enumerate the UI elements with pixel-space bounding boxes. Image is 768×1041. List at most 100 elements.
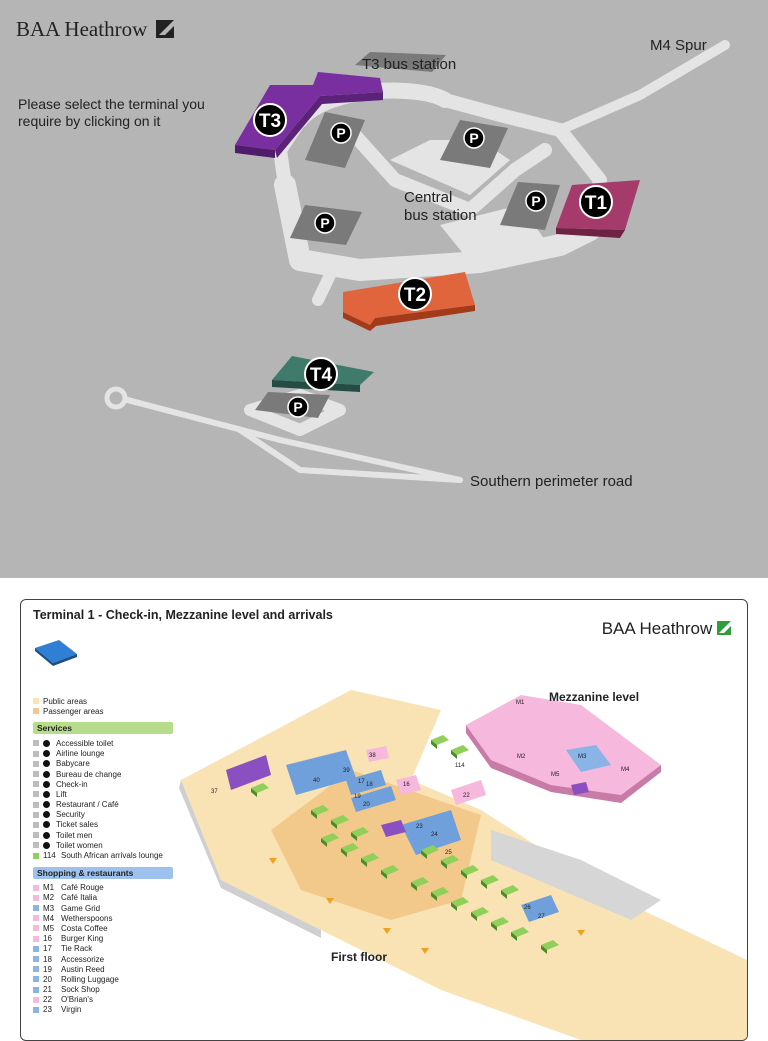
map-legend: Public areas Passenger areas Services Ac… xyxy=(33,696,173,1015)
map-location-number: 17 xyxy=(358,779,365,785)
heathrow-logo-icon-small xyxy=(717,621,731,635)
terminal-badge-t4[interactable]: T4 xyxy=(304,357,338,391)
shop-name: Costa Coffee xyxy=(61,923,108,933)
baa-heathrow-logo-small: BAA Heathrow xyxy=(602,618,733,639)
legend-shop-item: M3 Game Grid xyxy=(33,903,173,913)
shop-code: M3 xyxy=(43,903,55,913)
service-code: 114 xyxy=(43,851,56,861)
shop-m3-block xyxy=(566,745,611,772)
shop-code: 21 xyxy=(43,985,52,995)
service-swatch xyxy=(33,842,39,849)
shop-swatch xyxy=(33,996,39,1003)
map-location-number: 24 xyxy=(431,832,438,838)
legend-passenger-areas: Passenger areas xyxy=(33,706,173,716)
parking-marker: P xyxy=(287,396,309,418)
instructions-text: Please select the terminal you require b… xyxy=(18,96,205,129)
service-label: Bureau de change xyxy=(56,769,122,779)
legend-service-item: Restaurant / Café xyxy=(33,800,173,810)
check-in-desk xyxy=(341,843,359,857)
check-in-desk xyxy=(251,783,269,797)
shop-name: Game Grid xyxy=(61,903,101,913)
shop-name: Tie Rack xyxy=(61,944,93,954)
shop-swatch xyxy=(33,986,39,993)
shop-swatch xyxy=(33,894,39,901)
shop-swatch xyxy=(33,935,39,942)
map-location-number: 27 xyxy=(538,914,545,920)
shop-name: Virgin xyxy=(61,1005,82,1015)
baa-heathrow-logo: BAA Heathrow xyxy=(16,16,175,42)
check-in-desk xyxy=(381,865,399,879)
shop-name: O'Brian's xyxy=(61,995,93,1005)
service-icon xyxy=(43,790,50,798)
service-swatch xyxy=(33,771,39,778)
shop-name: Austin Reed xyxy=(61,964,105,974)
first-floor-label: First floor xyxy=(331,950,387,964)
service-swatch xyxy=(33,852,39,859)
shop-code: M4 xyxy=(43,913,55,923)
southern-perimeter-road-label: Southern perimeter road xyxy=(470,473,633,490)
shop-swatch xyxy=(33,925,39,932)
service-icon xyxy=(43,821,50,829)
legend-service-item: Check-in xyxy=(33,779,173,789)
map-location-number: 40 xyxy=(313,778,320,784)
terminal-badge-t3[interactable]: T3 xyxy=(253,103,287,137)
shop-swatch xyxy=(33,905,39,912)
map-location-number: M2 xyxy=(517,754,526,760)
check-in-desk xyxy=(361,853,379,867)
check-in-desk xyxy=(441,855,459,869)
shop-code: 18 xyxy=(43,954,52,964)
shop-code: 17 xyxy=(43,944,52,954)
check-in-desk xyxy=(451,745,469,759)
check-in-desk xyxy=(541,940,559,954)
shop-code: 23 xyxy=(43,1005,52,1015)
check-in-desk xyxy=(471,907,489,921)
parking-letter: P xyxy=(531,193,540,209)
terminal-label: T3 xyxy=(259,111,281,132)
terminal-badge-t2[interactable]: T2 xyxy=(398,277,432,311)
shop-name: Café Italia xyxy=(61,893,98,903)
central-bus-label-line1: Central xyxy=(404,189,452,206)
service-label: Accessible toilet xyxy=(56,738,114,748)
terminal1-map-panel: Terminal 1 - Check-in, Mezzanine level a… xyxy=(20,599,748,1041)
parking-letter: P xyxy=(469,130,478,146)
map-location-number: 114 xyxy=(455,763,465,769)
service-swatch xyxy=(33,832,39,839)
legend-service-item: Accessible toilet xyxy=(33,738,173,748)
service-label: Toilet women xyxy=(56,840,103,850)
service-label: Toilet men xyxy=(56,830,93,840)
map-location-number: 16 xyxy=(403,782,410,788)
service-icon xyxy=(43,780,50,788)
mezzanine-level-label: Mezzanine level xyxy=(549,690,640,704)
check-in-desk xyxy=(451,897,469,911)
map-location-number: 25 xyxy=(445,850,452,856)
map-location-number: 18 xyxy=(366,782,373,788)
legend-service-item: Airline lounge xyxy=(33,749,173,759)
service-icon xyxy=(43,760,50,768)
map-location-number: M4 xyxy=(621,767,630,773)
service-icon xyxy=(43,770,50,778)
parking-marker: P xyxy=(330,122,352,144)
check-in-desk xyxy=(351,827,369,841)
shop-name: Rolling Luggage xyxy=(61,974,119,984)
map-location-number: 20 xyxy=(363,802,370,808)
terminal-overview-map: BAA Heathrow Please select the terminal … xyxy=(0,0,768,578)
passenger-area-swatch xyxy=(33,708,39,715)
shop-name: Accessorize xyxy=(61,954,105,964)
brand-text-small: BAA Heathrow xyxy=(601,619,713,638)
legend-public-areas: Public areas xyxy=(33,696,173,706)
service-label: Restaurant / Café xyxy=(56,800,119,810)
service-icon xyxy=(43,831,50,839)
legend-service-item: Toilet men xyxy=(33,830,173,840)
terminal-badge-t1[interactable]: T1 xyxy=(579,185,613,219)
service-swatch xyxy=(33,740,39,747)
services-heading: Services xyxy=(33,722,173,735)
terminal-label: T2 xyxy=(404,285,426,306)
service-swatch xyxy=(33,750,39,757)
